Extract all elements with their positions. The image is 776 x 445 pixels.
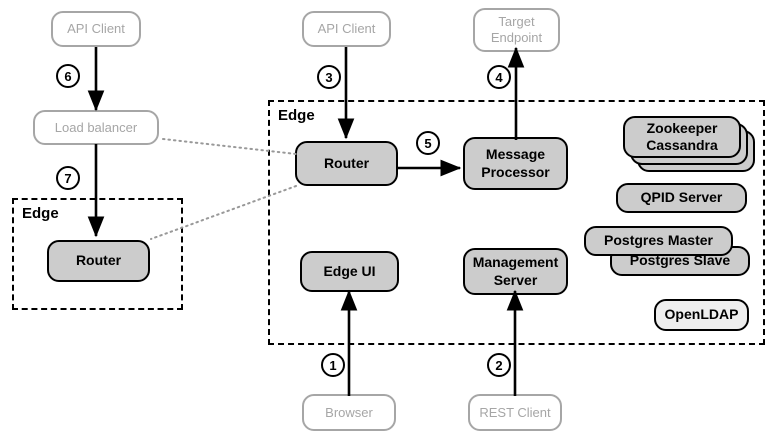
node-edge-ui[interactable]: Edge UI: [300, 251, 399, 292]
step-badge-5: 5: [416, 131, 440, 155]
stack-postgres[interactable]: Postgres Slave Postgres Master: [584, 226, 750, 286]
step-badge-3: 3: [317, 65, 341, 89]
edge-zone-left-label: Edge: [22, 205, 59, 222]
step-badge-4: 4: [487, 65, 511, 89]
node-router-left[interactable]: Router: [47, 240, 150, 282]
node-openldap[interactable]: OpenLDAP: [654, 299, 749, 331]
node-browser[interactable]: Browser: [302, 394, 396, 431]
edge-zone-right-label: Edge: [278, 107, 315, 124]
node-target-endpoint[interactable]: Target Endpoint: [473, 8, 560, 52]
node-api-client-center[interactable]: API Client: [302, 11, 391, 47]
node-router-right[interactable]: Router: [295, 141, 398, 186]
edge-zone-left: [12, 198, 183, 310]
step-badge-6: 6: [56, 64, 80, 88]
node-postgres-master[interactable]: Postgres Master: [584, 226, 733, 256]
stack-layer-front[interactable]: Zookeeper Cassandra: [623, 116, 741, 158]
node-load-balancer[interactable]: Load balancer: [33, 110, 159, 145]
step-badge-1: 1: [321, 353, 345, 377]
stack-zookeeper-cassandra[interactable]: Zookeeper Cassandra: [623, 116, 757, 176]
step-badge-7: 7: [56, 166, 80, 190]
node-management-server[interactable]: Management Server: [463, 248, 568, 295]
node-api-client-left[interactable]: API Client: [51, 11, 141, 47]
node-message-processor[interactable]: Message Processor: [463, 137, 568, 190]
node-qpid-server[interactable]: QPID Server: [616, 183, 747, 213]
step-badge-2: 2: [487, 353, 511, 377]
node-rest-client[interactable]: REST Client: [468, 394, 562, 431]
